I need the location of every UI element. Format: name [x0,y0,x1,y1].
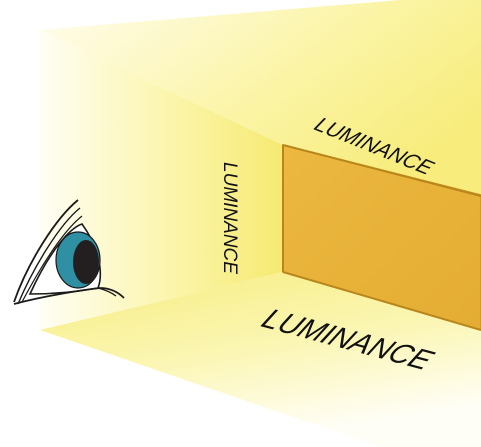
floor-surface [40,272,481,447]
eye-icon [13,199,125,305]
left-wall-surface [40,30,283,330]
back-wall-top-edge [282,144,481,197]
ceiling-surface [40,0,481,195]
back-wall-bottom-edge [282,271,481,331]
left-wall-luminance-label: LUMINANCE [219,162,240,274]
eye-pupil [73,240,99,284]
